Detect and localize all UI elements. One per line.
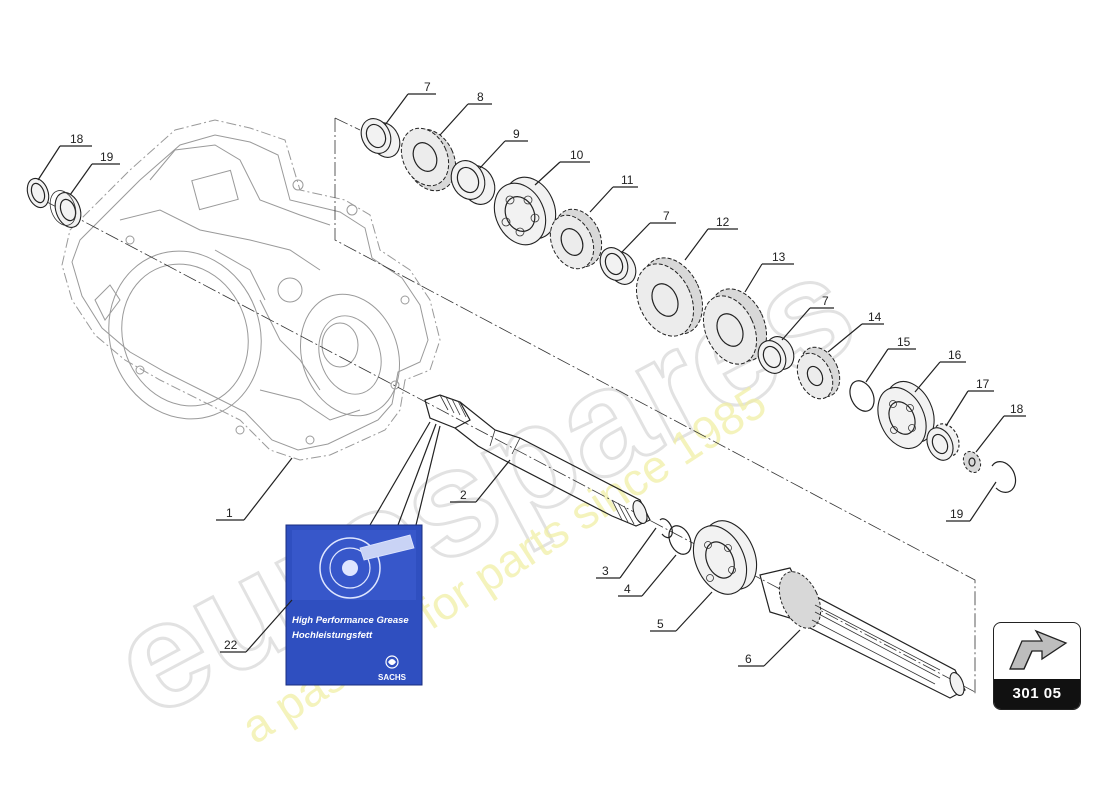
callout-11: 11 <box>621 173 634 187</box>
part-7c-bushing <box>757 336 795 374</box>
part-2-shaft <box>424 394 651 527</box>
callout-6: 6 <box>745 652 752 666</box>
callout-2: 2 <box>460 488 467 502</box>
part-16-bearing <box>877 380 935 450</box>
callout-17: 17 <box>976 377 990 391</box>
part-14-gear <box>796 346 841 400</box>
page-reference-badge: 301 05 <box>993 622 1081 710</box>
grease-label-line2: Hochleistungsfett <box>292 630 373 641</box>
part-9-needle-bearing <box>450 160 496 205</box>
callout-22: 22 <box>224 638 238 652</box>
part-11-gear <box>549 208 603 270</box>
callout-7a: 7 <box>424 80 431 94</box>
callout-7c: 7 <box>822 294 829 308</box>
part-5-bearing <box>692 520 758 595</box>
part-12-gear <box>635 257 703 337</box>
callout-18-number: 18 <box>1010 402 1024 416</box>
callout-10: 10 <box>570 148 584 162</box>
callout-13: 13 <box>772 250 786 264</box>
grease-product-label: High Performance Grease Hochleistungsfet… <box>285 421 441 686</box>
callout-8: 8 <box>477 90 484 104</box>
callout-14: 14 <box>868 310 882 324</box>
part-15-circlip <box>849 380 875 412</box>
callout-7b: 7 <box>663 209 670 223</box>
callout-19-number: 19 <box>950 507 964 521</box>
arrow-icon <box>1009 629 1068 670</box>
part-13-gear <box>702 288 768 365</box>
callout-20: 18 <box>70 132 84 146</box>
callout-5: 5 <box>657 617 664 631</box>
part-20-seal <box>26 177 50 209</box>
part-7a-bushing <box>360 118 401 158</box>
part-6-shaft <box>759 567 966 699</box>
callout-3: 3 <box>602 564 609 578</box>
part-3-circlip <box>659 518 673 539</box>
part-10-roller-bearing <box>493 176 557 246</box>
sachs-logo-icon <box>385 655 399 669</box>
callout-labels: 18 19 7 8 9 10 11 7 12 13 7 14 15 16 17 … <box>70 80 990 666</box>
reference-code: 301 05 <box>994 679 1080 709</box>
callout-15: 15 <box>897 335 911 349</box>
leader-lines <box>37 93 1026 667</box>
grease-icon <box>319 537 381 599</box>
part-19-circlip <box>991 461 1017 493</box>
part-4-circlip <box>668 525 692 555</box>
callout-16: 16 <box>948 348 962 362</box>
callout-4: 4 <box>624 582 631 596</box>
callout-12: 12 <box>716 215 730 229</box>
callout-9: 9 <box>513 127 520 141</box>
transmission-housing <box>61 119 441 461</box>
part-7b-bushing <box>599 247 637 285</box>
callout-21: 19 <box>100 150 114 164</box>
callout-1: 1 <box>226 506 233 520</box>
part-17-nut <box>926 423 960 461</box>
part-18-lock-washer <box>962 450 982 474</box>
part-8-gear <box>400 127 457 192</box>
part-21-bearing <box>49 190 82 228</box>
grease-label-line1: High Performance Grease <box>292 615 409 626</box>
grease-label-brand: SACHS <box>378 673 407 682</box>
